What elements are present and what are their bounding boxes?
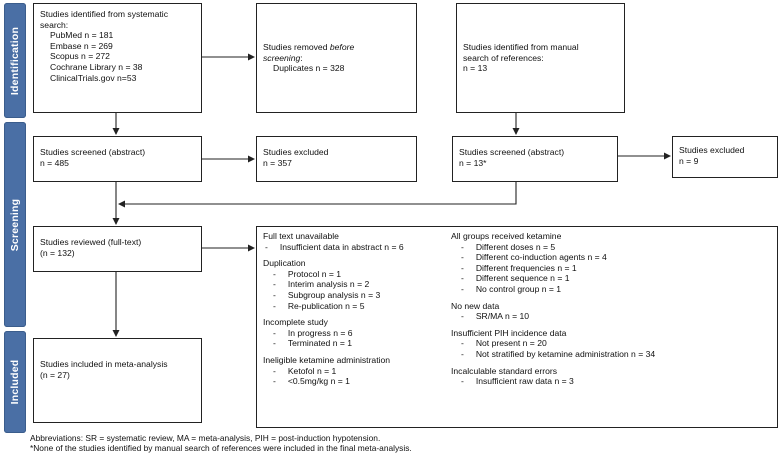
excl-heading-incalculable: Incalculable standard errors	[451, 365, 558, 376]
phase-included: Included	[4, 331, 26, 433]
excl-heading-fulltext: Full text unavailable	[263, 231, 339, 241]
footnote-manual-search: *None of the studies identified by manua…	[30, 443, 412, 453]
excl-item-text: No control group n = 1	[475, 283, 562, 294]
excl-heading-no-new-data: No new data	[451, 300, 500, 311]
source-scopus: Scopus n = 272	[50, 51, 110, 62]
excl-item: - Different co-induction agents n = 4	[461, 252, 607, 263]
excl-item: - Terminated n = 1	[273, 338, 353, 349]
excluded-right-line2: n = 9	[679, 155, 699, 166]
excl-heading-ineligible: Ineligible ketamine administration	[263, 354, 391, 365]
excl-heading-pih: Insufficient PIH incidence data	[451, 327, 567, 338]
removed-title: Studies removed before	[263, 42, 410, 53]
excl-item: - Not present n = 20	[461, 338, 547, 349]
excl-item-text: SR/MA n = 10	[475, 311, 530, 322]
excl-item-text: Re-publication n = 5	[287, 300, 365, 311]
exclusions-left-column: Full text unavailable - Insufficient dat…	[263, 231, 443, 387]
excluded-left-line2: n = 357	[263, 157, 292, 168]
excl-item: - Interim analysis n = 2	[273, 279, 370, 290]
excl-item: - SR/MA n = 10	[461, 311, 530, 322]
systematic-search-box: Studies identified from systematic searc…	[33, 3, 202, 113]
screened-right-box: Studies screened (abstract) n = 13*	[452, 136, 618, 182]
systematic-title-line1: Studies identified from systematic	[40, 9, 169, 19]
removed-em: before	[329, 42, 355, 52]
manual-search-box: Studies identified from manual search of…	[456, 3, 625, 113]
systematic-title-line2: search:	[40, 19, 69, 30]
excl-item-text: Interim analysis n = 2	[287, 279, 370, 290]
fulltext-exclusions-box: Full text unavailable - Insufficient dat…	[256, 226, 778, 428]
excl-item: - Protocol n = 1	[273, 268, 342, 279]
excl-item: - Different frequencies n = 1	[461, 262, 577, 273]
removed-prefix: Studies removed	[263, 42, 330, 52]
excl-item: - Different doses n = 5	[461, 241, 556, 252]
excluded-right-line1: Studies excluded	[679, 145, 745, 155]
arrow-merge	[118, 182, 517, 208]
removed-box: Studies removed before screening: Duplic…	[256, 3, 417, 113]
manual-line1: Studies identified from manual	[463, 42, 579, 52]
screened-left-box: Studies screened (abstract) n = 485	[33, 136, 202, 182]
excl-item: - Insufficient raw data n = 3	[461, 376, 574, 387]
excl-item-text: In progress n = 6	[287, 327, 353, 338]
excl-heading-incomplete: Incomplete study	[263, 317, 328, 328]
excl-item-text: Not stratified by ketamine administratio…	[475, 348, 656, 359]
source-cochrane: Cochrane Library n = 38	[50, 61, 143, 72]
excl-item-text: Terminated n = 1	[287, 338, 353, 349]
screened-left-line2: n = 485	[40, 157, 69, 168]
excl-item-text: Subgroup analysis n = 3	[287, 289, 381, 300]
excluded-left-box: Studies excluded n = 357	[256, 136, 417, 182]
removed-suffix: :	[300, 52, 303, 63]
excl-item-text: Ketofol n = 1	[287, 365, 337, 376]
screened-right-line2: n = 13*	[459, 157, 487, 168]
excl-item: - Different sequence n = 1	[461, 273, 570, 284]
reviewed-line2: (n = 132)	[40, 247, 75, 258]
removed-duplicates: Duplicates n = 328	[273, 63, 345, 74]
excl-item-text: Protocol n = 1	[287, 268, 342, 279]
excl-item: - No control group n = 1	[461, 283, 562, 294]
excl-heading-duplication: Duplication	[263, 258, 306, 269]
excl-item: - Insufficient data in abstract n = 6	[265, 241, 404, 252]
source-clinicaltrials: ClinicalTrials.gov n=53	[50, 72, 137, 83]
excl-item-text: Different co-induction agents n = 4	[475, 252, 607, 263]
excl-item-text: Insufficient raw data n = 3	[475, 376, 574, 387]
excl-item-text: Different frequencies n = 1	[475, 262, 577, 273]
reviewed-box: Studies reviewed (full-text) (n = 132)	[33, 226, 202, 272]
reviewed-line1: Studies reviewed (full-text)	[40, 237, 142, 247]
included-line1: Studies included in meta-analysis	[40, 359, 168, 369]
excluded-left-line1: Studies excluded	[263, 147, 329, 157]
excl-item: - Ketofol n = 1	[273, 365, 337, 376]
excl-item: - In progress n = 6	[273, 327, 353, 338]
excl-item-text: Different doses n = 5	[475, 241, 556, 252]
removed-title-line2: screening:	[263, 53, 410, 64]
footnote-abbreviations: Abbreviations: SR = systematic review, M…	[30, 433, 381, 443]
manual-line3: n = 13	[463, 63, 488, 74]
excl-item: - Not stratified by ketamine administrat…	[461, 348, 656, 359]
exclusions-right-column: All groups received ketamine - Different…	[451, 231, 771, 387]
screened-right-line1: Studies screened (abstract)	[459, 147, 565, 157]
excl-item: - Re-publication n = 5	[273, 300, 365, 311]
phase-identification: Identification	[4, 3, 26, 118]
excl-item-text: <0.5mg/kg n = 1	[287, 376, 350, 387]
excl-item-text: Not present n = 20	[475, 338, 547, 349]
source-pubmed: PubMed n = 181	[50, 30, 114, 41]
included-line2: (n = 27)	[40, 369, 70, 380]
excl-item: - Subgroup analysis n = 3	[273, 289, 381, 300]
excl-heading-all-ketamine: All groups received ketamine	[451, 231, 562, 241]
manual-line2: search of references:	[463, 52, 544, 63]
phase-screening: Screening	[4, 122, 26, 327]
removed-em2: screening	[263, 52, 301, 63]
source-embase: Embase n = 269	[50, 40, 113, 51]
excl-item-text: Different sequence n = 1	[475, 273, 570, 284]
excluded-right-box: Studies excluded n = 9	[672, 136, 778, 178]
screened-left-line1: Studies screened (abstract)	[40, 147, 146, 157]
included-box: Studies included in meta-analysis (n = 2…	[33, 338, 202, 423]
excl-item-text: Insufficient data in abstract n = 6	[279, 241, 404, 252]
excl-item: - <0.5mg/kg n = 1	[273, 376, 350, 387]
